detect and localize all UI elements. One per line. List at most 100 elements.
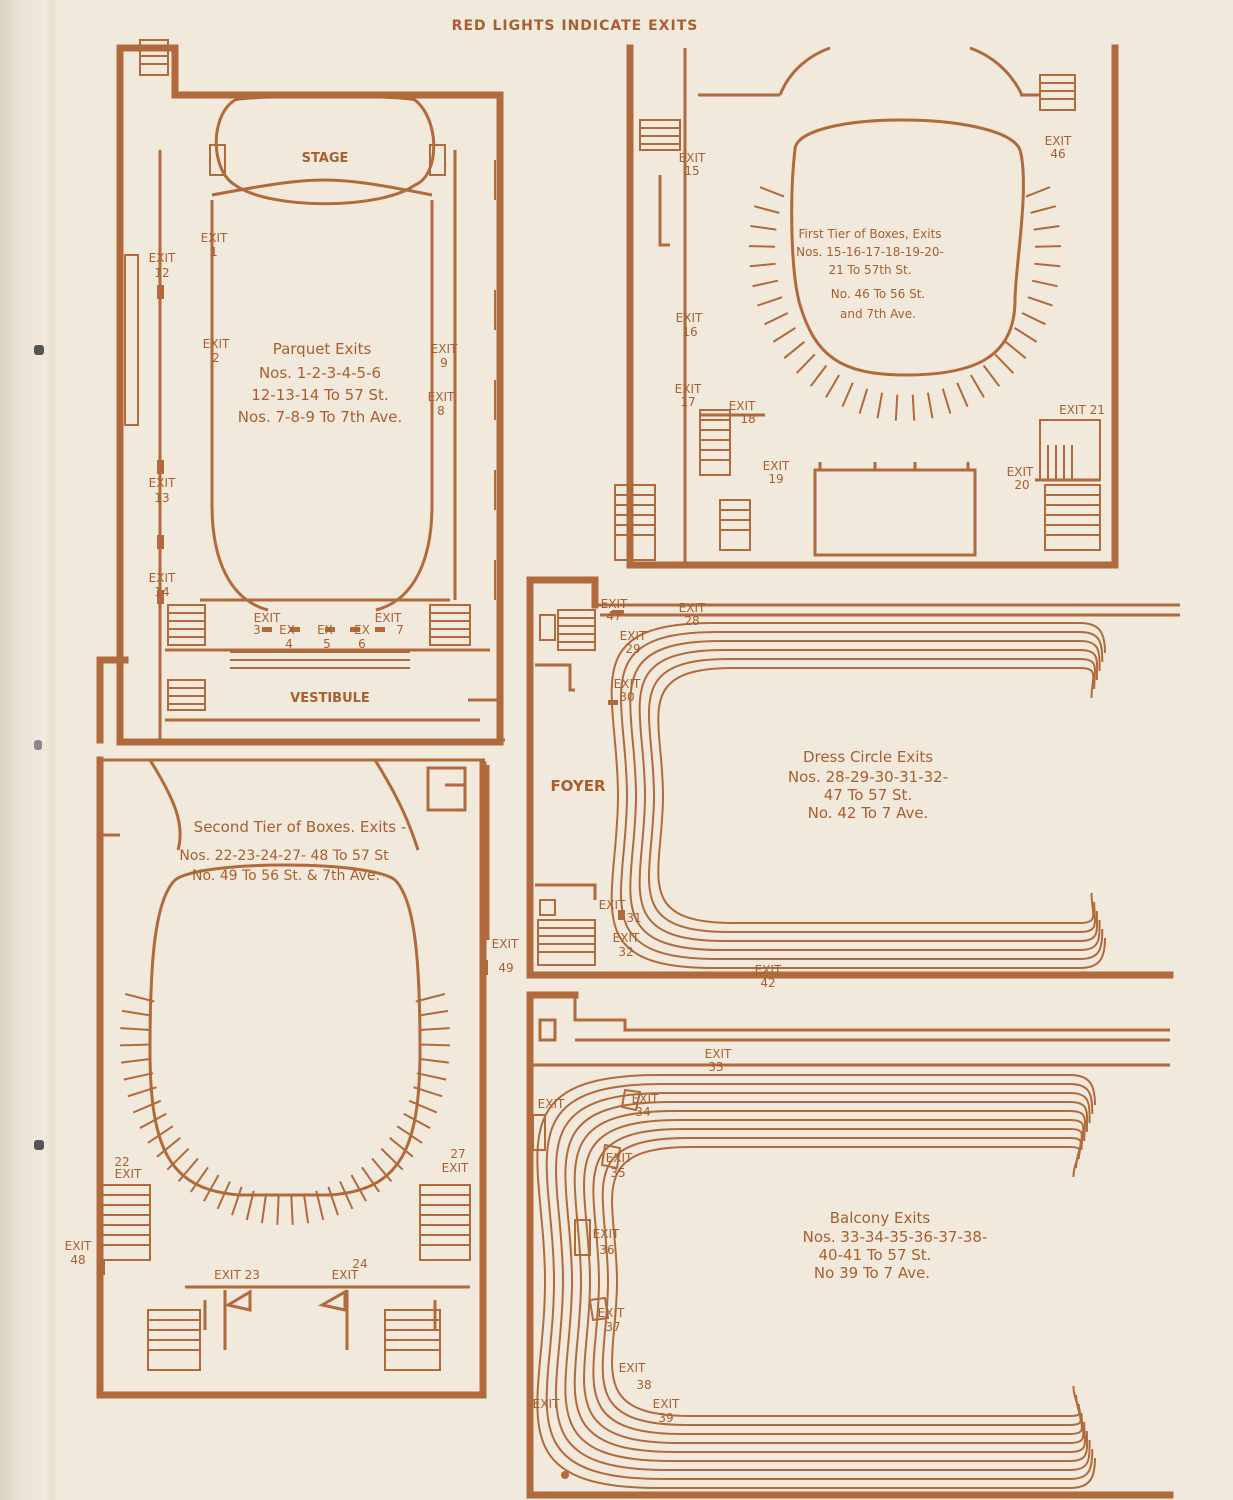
exit-number: 13 — [154, 491, 169, 505]
exit-number: 7 — [396, 623, 404, 637]
box-partition — [231, 1186, 243, 1216]
box-partition — [1014, 327, 1038, 343]
balcony-row-end — [1069, 1421, 1086, 1453]
box-partition — [1031, 279, 1058, 288]
balcony-row-end — [1069, 1101, 1089, 1133]
balcony-row-end — [1069, 1448, 1094, 1480]
box-partition — [327, 1186, 339, 1216]
box-partition — [403, 1112, 431, 1129]
balcony-line-3: No 39 To 7 Ave. — [814, 1264, 930, 1282]
balcony-row — [601, 1137, 1070, 1426]
exit-label: EXIT — [675, 382, 702, 396]
exit-label: EX — [279, 623, 295, 637]
box-partition — [753, 205, 780, 214]
balcony-row — [564, 1101, 1070, 1462]
stage-label: STAGE — [302, 151, 349, 166]
parquet-plan: STAGE VESTIBULE Parquet Exits Nos. 1-2-3… — [96, 39, 505, 746]
exit-number: 24 — [352, 1257, 367, 1271]
box-partition — [416, 1072, 447, 1081]
balcony-line-1: Nos. 33-34-35-36-37-38- — [803, 1228, 988, 1246]
box-partition — [389, 1137, 414, 1158]
exit-label: EXIT — [679, 601, 706, 615]
box-partition — [132, 1099, 162, 1114]
balcony-title: Balcony Exits — [830, 1209, 931, 1227]
dress-circle-line-1: Nos. 28-29-30-31-32- — [788, 768, 948, 786]
balcony-row — [573, 1110, 1070, 1453]
exit-number: 39 — [658, 1411, 673, 1425]
box-partition — [120, 1027, 151, 1031]
exit-label: EXIT — [149, 571, 176, 585]
dress-circle-plan: FOYER Dress Circle Exits Nos. 28-29-30-3… — [526, 576, 1180, 990]
dress-circle-exit-labels: EXIT 47 EXIT 28 EXIT 29 EXIT 30 EXIT 31 … — [599, 597, 782, 990]
dress-circle-row-end — [1079, 892, 1095, 924]
exit-label: EXIT — [431, 342, 458, 356]
exit-label: EXIT — [729, 399, 756, 413]
exit-number: 9 — [440, 356, 448, 370]
exit-label: EXIT — [679, 151, 706, 165]
exit-label: EXIT — [533, 1397, 560, 1411]
box-partition — [260, 1193, 268, 1224]
dress-circle-line-2: 47 To 57 St. — [824, 786, 912, 804]
box-partition — [970, 374, 985, 398]
dress-circle-row-end — [1079, 649, 1099, 681]
exit-number: 33 — [708, 1060, 723, 1074]
dress-circle-title: Dress Circle Exits — [803, 748, 933, 766]
box-partition — [764, 312, 789, 326]
exit-number: 29 — [625, 642, 640, 656]
box-partition — [156, 1137, 181, 1158]
dress-circle-row — [629, 640, 1080, 951]
box-partition — [1034, 262, 1061, 268]
box-partition — [177, 1157, 199, 1183]
box-partition — [419, 1027, 450, 1031]
box-partition — [749, 262, 776, 268]
balcony-row — [545, 1083, 1070, 1480]
box-partition — [911, 394, 916, 421]
exit-number: 6 — [358, 637, 366, 651]
exit-number: 27 — [450, 1147, 465, 1161]
exit-label: EXIT — [614, 677, 641, 691]
exit-number: 35 — [610, 1166, 625, 1180]
balcony-line-2: 40-41 To 57 St. — [819, 1246, 932, 1264]
dress-circle-row-end — [1079, 640, 1101, 672]
parquet-line-1: Nos. 1-2-3-4-5-6 — [259, 364, 381, 382]
exit-label: EXIT — [620, 629, 647, 643]
exit-number: 3 — [253, 623, 261, 637]
exit-label: EXIT — [203, 337, 230, 351]
dress-circle-row — [657, 667, 1080, 924]
balcony-row — [583, 1119, 1070, 1444]
exit-number: 28 — [684, 614, 699, 628]
exit-number: 32 — [618, 945, 633, 959]
exit-label: EXIT — [538, 1097, 565, 1111]
first-tier-line-3: No. 46 To 56 St. — [831, 287, 926, 301]
exit-label: EXIT — [65, 1239, 92, 1253]
box-partition — [926, 392, 934, 419]
exit-label: EX — [317, 623, 333, 637]
exit-label: EXIT 21 — [1059, 403, 1105, 417]
exit-number: 1 — [210, 245, 218, 259]
second-tier-exit-labels: EXIT 49 22 EXIT 27 EXIT EXIT 48 EXIT 23 … — [65, 937, 519, 1282]
box-partition — [748, 245, 776, 248]
exit-label: EXIT — [1007, 465, 1034, 479]
exit-number: 18 — [740, 412, 755, 426]
balcony-row-end — [1069, 1119, 1085, 1151]
box-partition — [750, 225, 777, 231]
box-partition — [290, 1194, 294, 1225]
box-partition — [120, 1043, 151, 1047]
exit-number: 46 — [1050, 147, 1065, 161]
exit-label: EXIT — [763, 459, 790, 473]
box-partition — [203, 1174, 220, 1202]
box-partition — [361, 1166, 381, 1193]
dress-circle-row-end — [1079, 631, 1104, 663]
first-tier-plan: First Tier of Boxes, Exits Nos. 15-16-17… — [614, 44, 1119, 569]
second-tier-line-2: No. 49 To 56 St. & 7th Ave. — [192, 868, 380, 884]
box-partition — [759, 186, 785, 198]
box-partition — [1027, 296, 1053, 307]
box-partition — [1030, 205, 1057, 214]
box-partition — [339, 1181, 354, 1210]
box-partition — [956, 382, 969, 408]
box-partition — [419, 1043, 450, 1047]
box-partition — [166, 1147, 190, 1171]
dress-circle-row-end — [1079, 919, 1101, 951]
box-partition — [139, 1112, 167, 1129]
